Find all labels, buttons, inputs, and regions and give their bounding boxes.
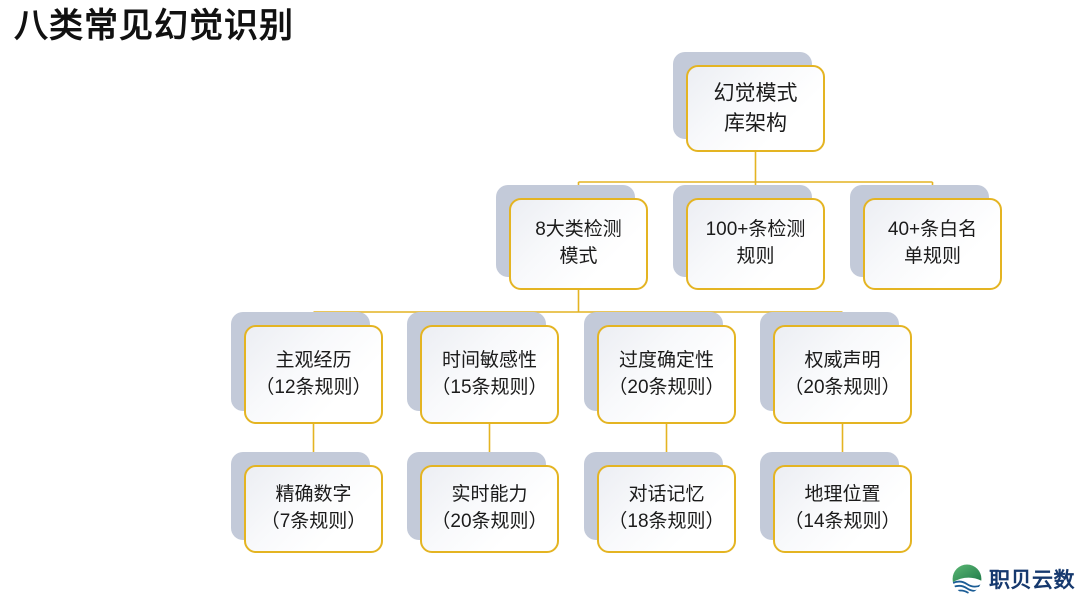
node-label-line2: （7条规则） — [260, 511, 367, 532]
node-label-line2: （12条规则） — [255, 376, 372, 398]
node-label-line1: 幻觉模式 — [713, 81, 798, 105]
node-precise-numbers[interactable]: 精确数字 （7条规则） — [231, 452, 383, 553]
page-title: 八类常见幻觉识别 — [14, 7, 294, 45]
node-card: 主观经历 （12条规则） — [244, 325, 383, 424]
node-label-line1: 时间敏感性 — [441, 349, 537, 371]
node-label-line2: 模式 — [559, 246, 598, 267]
node-card: 对话记忆 （18条规则） — [597, 465, 736, 553]
node-card: 时间敏感性 （15条规则） — [420, 325, 559, 424]
node-geographic-location[interactable]: 地理位置 （14条规则） — [760, 452, 912, 553]
node-authority-claim[interactable]: 权威声明 （20条规则） — [760, 312, 912, 424]
node-label-line2: （20条规则） — [608, 376, 725, 398]
node-card: 权威声明 （20条规则） — [773, 325, 912, 424]
node-label-line1: 过度确定性 — [618, 349, 714, 371]
node-label-line1: 40+条白名 — [887, 219, 978, 241]
node-label-line2: （15条规则） — [431, 376, 548, 398]
node-overconfidence[interactable]: 过度确定性 （20条规则） — [584, 312, 736, 424]
node-conversation-memory[interactable]: 对话记忆 （18条规则） — [584, 452, 736, 553]
node-label-line1: 主观经历 — [275, 349, 352, 371]
node-card: 地理位置 （14条规则） — [773, 465, 912, 553]
brand-name: 职贝云数 — [989, 569, 1075, 592]
wave-circle-icon — [952, 564, 982, 594]
node-label-line2: 规则 — [736, 246, 775, 267]
node-card: 精确数字 （7条规则） — [244, 465, 383, 553]
node-label-line1: 8大类检测 — [535, 219, 622, 241]
node-label-line2: 库架构 — [724, 111, 787, 135]
node-8-category-detection-modes[interactable]: 8大类检测 模式 — [496, 185, 648, 290]
node-label-line2: （20条规则） — [431, 511, 548, 532]
node-card: 实时能力 （20条规则） — [420, 465, 559, 553]
brand-logo: 职贝云数 — [950, 562, 1075, 596]
node-card: 8大类检测 模式 — [509, 198, 648, 290]
node-realtime-capability[interactable]: 实时能力 （20条规则） — [407, 452, 559, 553]
node-label-line1: 对话记忆 — [628, 484, 705, 506]
node-card: 过度确定性 （20条规则） — [597, 325, 736, 424]
node-subjective-experience[interactable]: 主观经历 （12条规则） — [231, 312, 383, 424]
node-label-line2: （18条规则） — [608, 511, 725, 532]
node-card: 40+条白名 单规则 — [863, 198, 1002, 290]
node-label-line1: 精确数字 — [275, 484, 352, 506]
node-label-line2: （14条规则） — [784, 511, 901, 532]
node-label-line1: 实时能力 — [451, 484, 528, 506]
node-label-line1: 地理位置 — [804, 484, 881, 506]
node-time-sensitivity[interactable]: 时间敏感性 （15条规则） — [407, 312, 559, 424]
node-card: 100+条检测 规则 — [686, 198, 825, 290]
node-root-hallucination-pattern-library[interactable]: 幻觉模式 库架构 — [673, 52, 825, 152]
node-100-plus-detection-rules[interactable]: 100+条检测 规则 — [673, 185, 825, 290]
node-40-plus-whitelist-rules[interactable]: 40+条白名 单规则 — [850, 185, 1002, 290]
node-card: 幻觉模式 库架构 — [686, 65, 825, 152]
node-label-line2: 单规则 — [903, 246, 961, 267]
node-label-line2: （20条规则） — [784, 376, 901, 398]
node-label-line1: 权威声明 — [804, 349, 881, 371]
node-label-line1: 100+条检测 — [705, 219, 806, 241]
